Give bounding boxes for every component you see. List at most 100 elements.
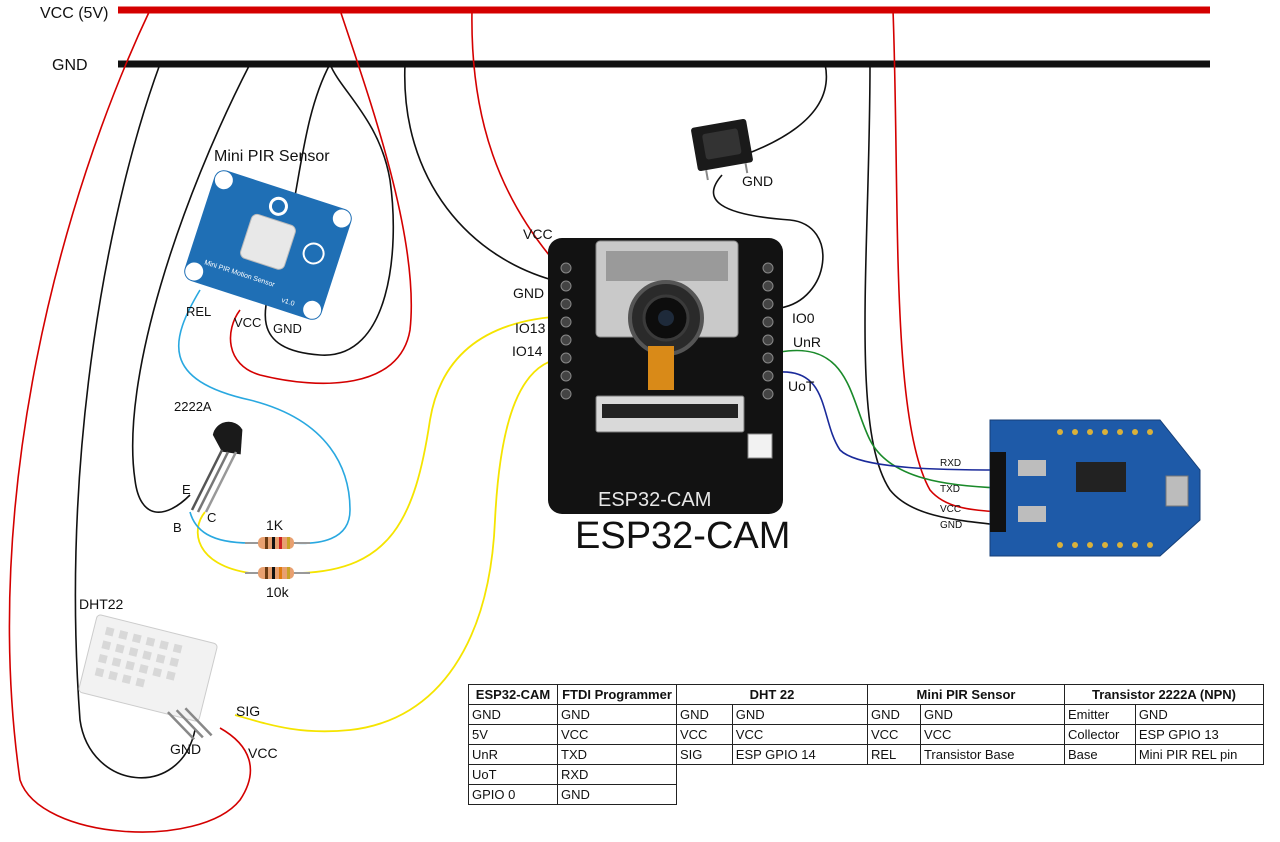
transistor [190, 421, 243, 513]
table-cell: Mini PIR REL pin [1134, 744, 1265, 765]
table-cell: ESP GPIO 14 [731, 744, 869, 765]
pir-dome [240, 213, 296, 270]
wire-gnd-esp [404, 63, 561, 283]
table-row: GND GND GND GND GND GND Emitter GND [468, 704, 1265, 725]
transistor-pin-e: E [182, 482, 191, 497]
table-cell: UoT [468, 764, 558, 785]
ftdi-switch-2 [1018, 506, 1046, 522]
pir-hole-br [303, 300, 322, 319]
transistor-pin-b: B [173, 520, 182, 535]
pir-version: v1.0 [280, 297, 295, 308]
wire-vcc-pir [229, 9, 413, 385]
connection-table: ESP32-CAM FTDI Programmer DHT 22 Mini PI… [468, 684, 1265, 805]
esp-label-io14: IO14 [512, 343, 543, 359]
switch-rocker [702, 128, 742, 160]
table-row: UoT RXD [468, 764, 1264, 785]
ftdi-pin-txd: TXD [940, 484, 960, 495]
transistor-title: 2222A [174, 399, 212, 414]
network-icon [302, 242, 325, 265]
esp-label-vcc: VCC [523, 226, 553, 242]
dht-leg-1 [167, 711, 196, 741]
wire-gnd-dht [74, 63, 196, 779]
esp32-board: ESP32-CAM [548, 238, 783, 514]
dht-leg-3 [184, 707, 213, 737]
esp-sd-inner [606, 251, 728, 281]
dht-pin-gnd: GND [170, 741, 201, 757]
table-cell: SIG [676, 744, 733, 765]
wire-pir-rel [177, 289, 351, 545]
wire-io13 [299, 315, 567, 574]
wire-gnd-emitter [131, 63, 251, 513]
table-cell: GND [557, 704, 677, 725]
table-cell: GND [468, 704, 558, 725]
pir-hole-tl [214, 171, 233, 190]
ftdi-pin-rxd: RXD [940, 458, 961, 469]
esp-label-gnd: GND [513, 285, 544, 301]
esp-label-unr: UnR [793, 334, 821, 350]
dht-pin-sig: SIG [236, 703, 260, 719]
table-cell: UnR [468, 744, 558, 765]
table-cell: Emitter [1064, 704, 1136, 725]
wire-gnd-ftdi [864, 63, 1001, 526]
wire-vcc-esp [471, 9, 561, 269]
table-cell: VCC [919, 724, 1066, 745]
wire-io14 [234, 357, 567, 733]
table-header-pir: Mini PIR Sensor [867, 684, 1065, 705]
table-cell: 5V [468, 724, 558, 745]
pir-hole-tr [332, 209, 351, 228]
wire-uot-rxd [779, 371, 1001, 471]
resistor-1k [245, 537, 310, 549]
esp-silk-title: ESP32-CAM [598, 489, 711, 511]
table-cell: GND [919, 704, 1066, 725]
dht-sensor [78, 614, 218, 741]
gnd-rail-label: GND [52, 57, 88, 74]
ftdi-header [990, 452, 1006, 532]
esp-title: ESP32-CAM [575, 515, 790, 557]
wire-switch-io0 [712, 174, 824, 309]
transistor-leg-e [190, 449, 224, 511]
esp-label-io0: IO0 [792, 310, 815, 326]
switch-label: GND [742, 173, 773, 189]
ftdi-switch-1 [1018, 460, 1046, 476]
ftdi-pin-vcc: VCC [940, 504, 961, 515]
pir-pin-rel: REL [186, 304, 211, 319]
table-cell: TXD [557, 744, 677, 765]
table-cell: Transistor Base [919, 744, 1066, 765]
ftdi-pin-gnd: GND [940, 520, 962, 531]
pir-pin-vcc: VCC [234, 315, 261, 330]
transistor-body [212, 421, 243, 455]
table-header-esp: ESP32-CAM [468, 684, 558, 705]
transistor-leg-c [204, 451, 238, 513]
esp-left-header [560, 262, 572, 400]
pir-board: Mini PIR Motion Sensor v1.0 [184, 170, 352, 320]
esp-right-header [762, 262, 774, 400]
transistor-pin-c: C [207, 510, 216, 525]
table-row: 5V VCC VCC VCC VCC VCC Collector ESP GPI… [468, 724, 1265, 745]
table-row: GPIO 0 GND [468, 784, 1264, 805]
table-cell: GND [731, 704, 869, 725]
table-cell: ESP GPIO 13 [1134, 724, 1265, 745]
table-cell: REL [867, 744, 921, 765]
table-cell: GND [557, 784, 677, 805]
gear-icon [268, 196, 288, 216]
dht-pin-vcc: VCC [248, 745, 278, 761]
pir-title: Mini PIR Sensor [214, 148, 330, 165]
table-header-transistor: Transistor 2222A (NPN) [1064, 684, 1264, 705]
ftdi-chip [1076, 462, 1126, 492]
resistor-10k [245, 567, 310, 579]
table-cell: GND [867, 704, 921, 725]
wire-gnd-pir [264, 63, 395, 356]
esp-label-uot: UoT [788, 378, 815, 394]
wire-collector [196, 511, 251, 574]
table-header-dht: DHT 22 [676, 684, 868, 705]
dht-title: DHT22 [79, 596, 124, 612]
table-header-row: ESP32-CAM FTDI Programmer DHT 22 Mini PI… [468, 684, 1264, 705]
pir-hole-bl [185, 262, 204, 281]
dht-grill [94, 626, 183, 688]
switch [691, 118, 753, 181]
table-row: UnR TXD SIG ESP GPIO 14 REL Transistor B… [468, 744, 1265, 765]
pir-pin-gnd: GND [273, 321, 302, 336]
wire-vcc-dht [8, 9, 252, 833]
table-cell: VCC [867, 724, 921, 745]
esp-flash-led [747, 433, 773, 459]
